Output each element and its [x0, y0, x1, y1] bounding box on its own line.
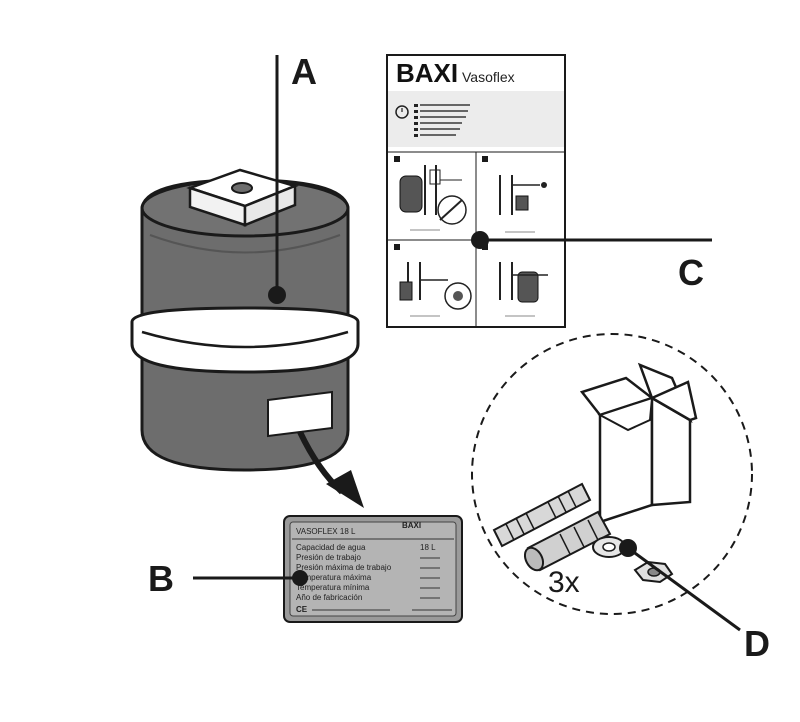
- label-d: D: [744, 623, 770, 664]
- plate-row-key: Presión máxima de trabajo: [296, 563, 392, 572]
- plate-row-key: Temperatura máxima: [296, 573, 372, 582]
- vessel-collar-ring: [130, 306, 360, 374]
- plate-row-key: Presión de trabajo: [296, 553, 361, 562]
- leader-line-d: [627, 546, 741, 632]
- plate-row-value: 18 L: [420, 543, 436, 552]
- rating-plate: VASOFLEX 18 L BAXI Capacidad de agua 18 …: [283, 515, 463, 623]
- plate-title: VASOFLEX 18 L: [296, 527, 356, 536]
- label-c: C: [678, 252, 704, 293]
- packaging-box: [579, 362, 698, 524]
- washer: [592, 536, 626, 558]
- expansion-vessel: [130, 168, 360, 472]
- manual-step-4: [482, 244, 548, 317]
- vessel-label-patch: [267, 390, 333, 438]
- leader-dot-c: [471, 231, 489, 249]
- leader-dot-b: [292, 570, 308, 586]
- clock-icon: [395, 105, 409, 119]
- arrow-to-plate: [297, 430, 364, 508]
- manual-step-3: [394, 244, 472, 317]
- manual-step-1: [394, 156, 467, 231]
- plate-row-key: Capacidad de agua: [296, 543, 366, 552]
- manual-product: Vasoflex: [462, 69, 515, 85]
- manual-language-list: [414, 104, 470, 137]
- leader-dot-a: [268, 286, 286, 304]
- plate-rows: Capacidad de agua 18 L Presión de trabaj…: [296, 543, 436, 602]
- vessel-connection-block: [186, 168, 299, 227]
- plate-value-marks: [420, 557, 440, 599]
- vessel-shading: [149, 234, 341, 254]
- leader-dot-d: [619, 539, 637, 557]
- plate-row-key: Año de fabricación: [296, 593, 362, 602]
- plate-brand: BAXI: [402, 521, 421, 530]
- ce-mark-logo: CE: [296, 605, 308, 614]
- manual-step-2: [482, 156, 547, 233]
- instruction-manual: BAXI Vasoflex: [386, 54, 566, 328]
- fittings-quantity: 3x: [548, 566, 580, 599]
- hex-nut: [633, 560, 674, 584]
- threaded-bolt: [492, 482, 592, 548]
- wall-plug: [523, 510, 612, 572]
- manual-brand: BAXI: [396, 58, 458, 88]
- fittings-callout-circle: [471, 333, 753, 615]
- label-a: A: [291, 51, 317, 92]
- plate-row-key: Temperatura mínima: [296, 583, 370, 592]
- label-b: B: [148, 558, 174, 599]
